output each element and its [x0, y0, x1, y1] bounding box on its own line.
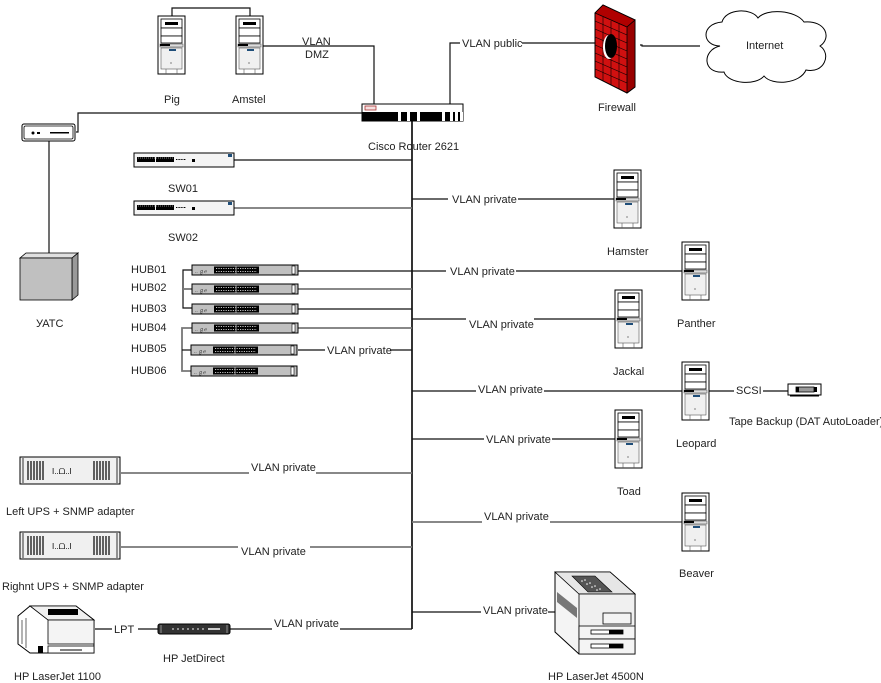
label-panther: Panther	[677, 318, 716, 330]
label-ups-right: Righnt UPS + SNMP adapter	[2, 581, 144, 593]
label-hamster: Hamster	[607, 246, 649, 258]
printer-hp-4500n[interactable]	[553, 571, 637, 655]
label-hub01: HUB01	[131, 264, 166, 276]
link-modem	[76, 112, 362, 133]
label-jackal: Jackal	[613, 366, 644, 378]
label-hub06: HUB06	[131, 365, 166, 377]
server-amstel[interactable]	[235, 15, 264, 75]
label-beaver: Beaver	[679, 568, 714, 580]
router-cisco-2621[interactable]	[361, 103, 464, 122]
label-pig: Pig	[164, 94, 180, 106]
server-panther[interactable]	[681, 241, 710, 301]
label-sw01: SW01	[168, 183, 198, 195]
label-uatc: УАТС	[36, 318, 63, 330]
label-vlan-hp4500: VLAN private	[483, 605, 548, 617]
server-leopard[interactable]	[681, 361, 710, 421]
label-vlan-hamster: VLAN private	[452, 194, 517, 206]
hub-05[interactable]	[190, 344, 298, 357]
internet-cloud-icon[interactable]	[705, 10, 827, 83]
modem-icon[interactable]	[21, 123, 76, 142]
label-vlan-dmz-1: VLAN	[302, 36, 331, 48]
label-vlan-panther: VLAN private	[450, 266, 515, 278]
hp-jetdirect-icon[interactable]	[157, 623, 231, 635]
hub-02[interactable]	[191, 283, 299, 296]
label-hp4500: HP LaserJet 4500N	[548, 671, 644, 683]
labels: Pig Amstel VLAN DMZ VLAN public Firewall…	[2, 35, 881, 683]
label-hp1100: HP LaserJet 1100	[14, 671, 101, 683]
label-hub05: HUB05	[131, 343, 166, 355]
ups-left[interactable]	[19, 456, 121, 485]
label-leopard: Leopard	[676, 438, 716, 450]
label-lpt: LPT	[114, 624, 134, 636]
hub-04[interactable]	[191, 322, 299, 335]
switch-sw02[interactable]	[133, 200, 235, 216]
label-vlan-dmz-2: DMZ	[305, 49, 329, 61]
label-vlan-jetdirect: VLAN private	[274, 618, 339, 630]
switch-sw01[interactable]	[133, 152, 235, 168]
label-router: Cisco Router 2621	[368, 141, 459, 153]
label-vlan-toad: VLAN private	[486, 434, 551, 446]
hub-01[interactable]	[191, 264, 299, 277]
hub-03[interactable]	[191, 303, 299, 316]
label-hub03: HUB03	[131, 303, 166, 315]
label-vlan-hub05: VLAN private	[327, 345, 392, 357]
label-amstel: Amstel	[232, 94, 266, 106]
printer-hp-1100[interactable]	[17, 605, 96, 654]
wires	[48, 7, 788, 630]
label-vlan-ups-right: VLAN private	[241, 546, 306, 558]
label-vlan-public: VLAN public	[462, 38, 523, 50]
label-hub02: HUB02	[131, 282, 166, 294]
server-hamster[interactable]	[613, 169, 642, 229]
label-vlan-jackal: VLAN private	[469, 319, 534, 331]
firewall-icon[interactable]	[594, 4, 636, 94]
label-scsi: SCSI	[736, 385, 762, 397]
label-vlan-beaver: VLAN private	[484, 511, 549, 523]
server-toad[interactable]	[614, 409, 643, 469]
link-pig-amstel	[171, 7, 251, 16]
label-firewall: Firewall	[598, 102, 636, 114]
label-jetdirect: HP JetDirect	[163, 653, 225, 665]
link-public	[449, 42, 595, 104]
label-toad: Toad	[617, 486, 641, 498]
server-jackal[interactable]	[614, 289, 643, 349]
server-pig[interactable]	[157, 15, 186, 75]
uatc-pbx-icon[interactable]	[18, 252, 80, 301]
tape-backup-icon[interactable]	[787, 383, 822, 397]
label-sw02: SW02	[168, 232, 198, 244]
label-tape-backup: Tape Backup (DAT AutoLoader)	[729, 416, 881, 428]
hub-06[interactable]	[190, 365, 298, 378]
label-ups-left: Left UPS + SNMP adapter	[6, 506, 135, 518]
label-hub04: HUB04	[131, 322, 166, 334]
label-internet: Internet	[746, 40, 783, 52]
link-internet	[640, 44, 700, 47]
ups-right[interactable]	[19, 531, 121, 560]
label-vlan-ups-left: VLAN private	[251, 462, 316, 474]
server-beaver[interactable]	[681, 492, 710, 552]
label-vlan-leopard: VLAN private	[478, 384, 543, 396]
link-dmz	[263, 45, 375, 104]
